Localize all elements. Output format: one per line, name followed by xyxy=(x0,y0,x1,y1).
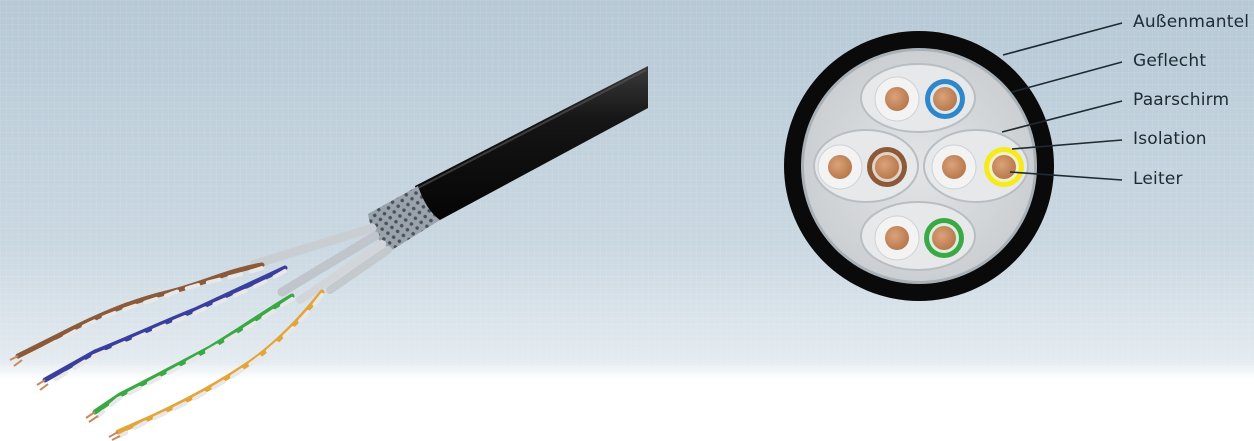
conductor xyxy=(875,155,899,179)
conductor xyxy=(828,155,852,179)
label-outer-jacket: Außenmantel xyxy=(1133,12,1249,32)
conductor xyxy=(933,87,957,111)
conductor xyxy=(885,226,909,250)
conductor xyxy=(942,155,966,179)
conductor xyxy=(885,87,909,111)
conductor xyxy=(992,155,1016,179)
label-pair-shield: Paarschirm xyxy=(1133,90,1229,110)
conductor xyxy=(932,226,956,250)
label-insulation: Isolation xyxy=(1133,129,1207,149)
label-braid: Geflecht xyxy=(1133,51,1206,71)
cable-cross-section xyxy=(784,31,1054,301)
label-conductor: Leiter xyxy=(1133,169,1183,189)
